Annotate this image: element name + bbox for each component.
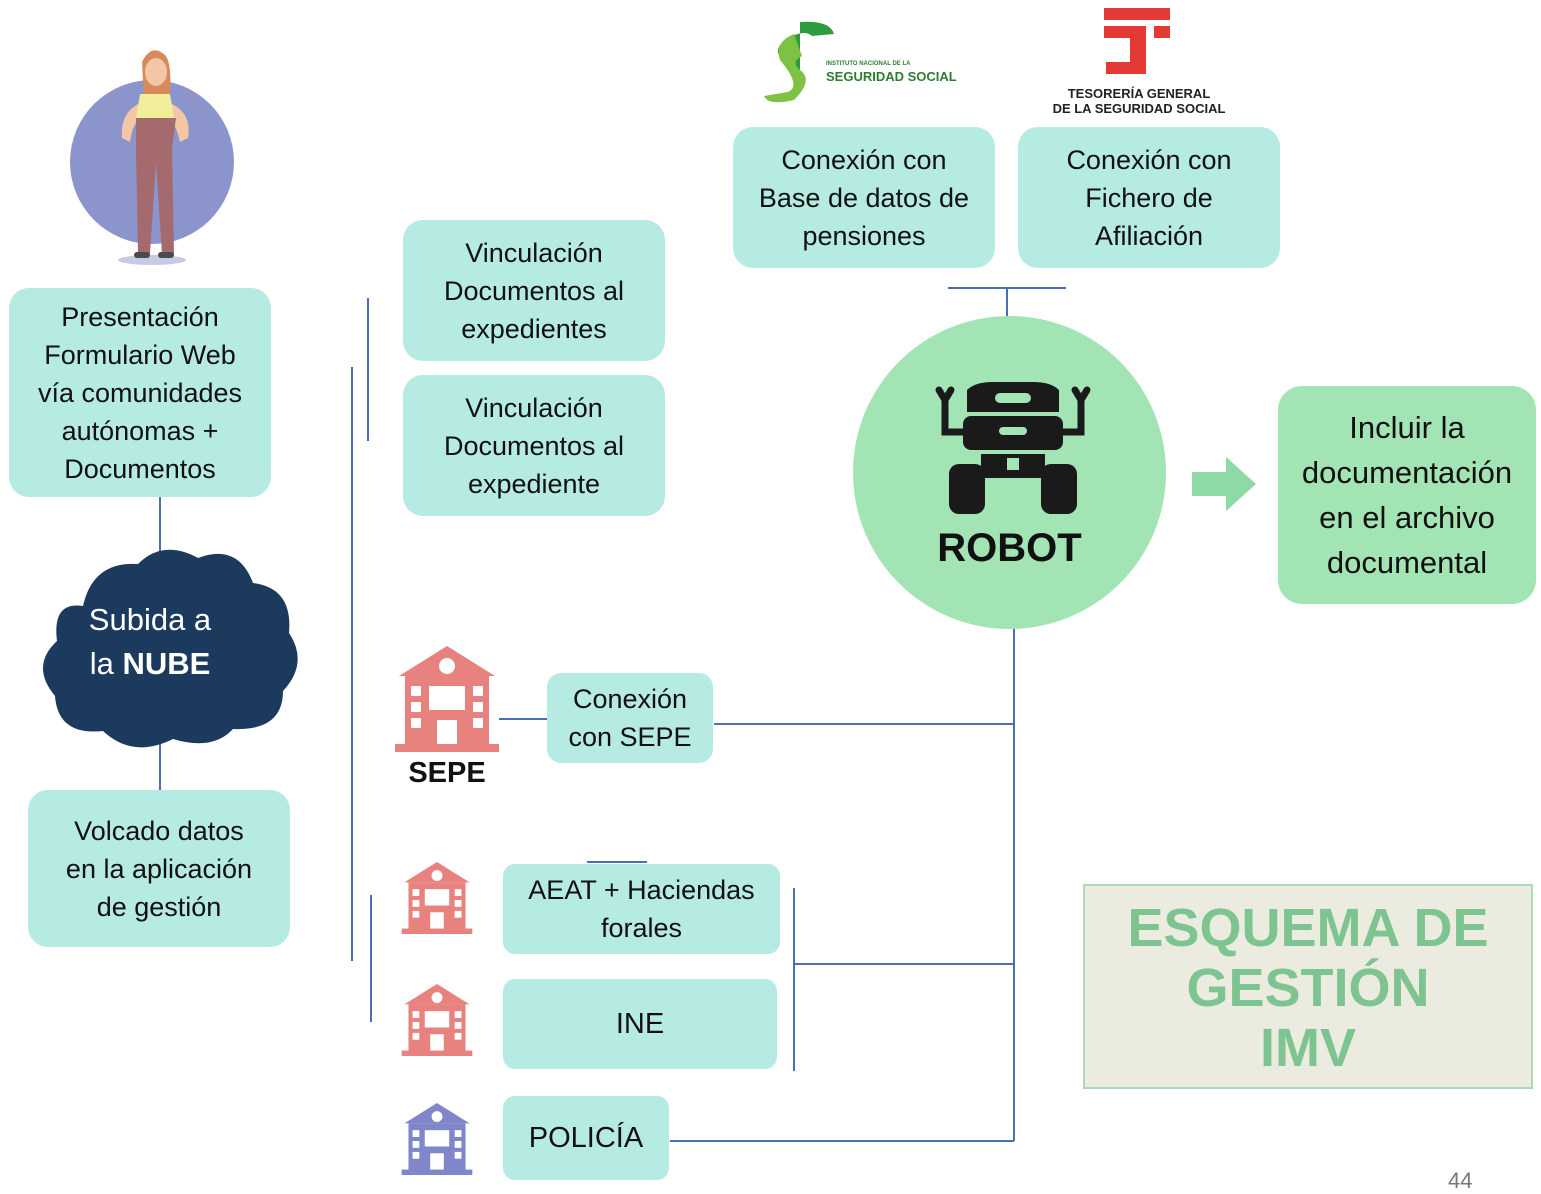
ine-node: INE <box>503 979 777 1069</box>
aeat-label: AEAT + Haciendas forales <box>528 875 755 943</box>
connector-aeat-ine-bracket <box>793 888 795 1071</box>
vinculacion-label-2: Vinculación Documentos al expediente <box>443 392 625 499</box>
inss-big-text: SEGURIDAD SOCIAL <box>826 69 957 84</box>
vinculacion-label-1: Vinculación Documentos al expedientes <box>443 237 625 344</box>
robot-label: ROBOT <box>937 526 1082 570</box>
sepe-building-icon <box>395 646 499 752</box>
ine-label: INE <box>615 1008 665 1040</box>
volcado-label: Volcado datos en la aplicación de gestió… <box>65 815 253 922</box>
afiliacion-label: Conexión con Fichero de Afiliación <box>1066 144 1232 251</box>
ine-building-icon <box>401 984 473 1056</box>
arrow-right-icon <box>1192 457 1256 511</box>
sepe-label: SEPE <box>408 757 486 789</box>
pensiones-label: Conexión con Base de datos de pensiones <box>758 144 970 251</box>
inss-small-text: INSTITUTO NACIONAL DE LA <box>826 61 911 67</box>
bracket-vinculacion <box>367 298 369 441</box>
connector-policia-to-trunk <box>670 1140 1014 1142</box>
sepe-conexion-node: Conexión con SEPE <box>547 673 713 763</box>
connector-presentacion-nube <box>159 497 161 562</box>
pensiones-node: Conexión con Base de datos de pensiones <box>733 127 995 268</box>
volcado-node: Volcado datos en la aplicación de gestió… <box>28 790 290 947</box>
connector-sepe-building <box>499 718 547 720</box>
tgss-text-1: TESORERÍA GENERAL <box>1067 86 1211 101</box>
title-box: ESQUEMA DE GESTIÓN IMV <box>1083 884 1533 1089</box>
nube-bold: NUBE <box>122 646 211 681</box>
presentacion-label: Presentación Formulario Web vía comunida… <box>37 301 243 484</box>
aeat-node: AEAT + Haciendas forales <box>503 864 780 954</box>
tgss-logo <box>1104 8 1170 74</box>
aeat-building-icon <box>401 862 473 934</box>
connector-robot-trunk <box>1013 627 1015 1141</box>
connector-nube-volcado <box>159 740 161 792</box>
connector-bracket-to-trunk <box>795 963 1014 965</box>
robot-icon <box>935 382 1091 514</box>
vinculacion-node-1: Vinculación Documentos al expedientes <box>403 220 665 361</box>
policia-node: POLICÍA <box>503 1096 669 1180</box>
inss-logo <box>764 21 834 103</box>
connector-aeat-top <box>587 861 647 863</box>
presentacion-node: Presentación Formulario Web vía comunida… <box>9 288 271 497</box>
policia-label: POLICÍA <box>528 1122 644 1154</box>
title-line-2: GESTIÓN <box>1186 958 1430 1018</box>
bracket-lower <box>370 895 372 1022</box>
policia-building-icon <box>401 1103 473 1175</box>
vinculacion-node-2: Vinculación Documentos al expediente <box>403 375 665 516</box>
tgss-text-2: DE LA SEGURIDAD SOCIAL <box>1052 101 1226 116</box>
title-line-1: ESQUEMA DE <box>1127 898 1489 958</box>
cloud-text: Subida a la NUBE <box>60 598 240 686</box>
cloud-shape <box>42 549 298 748</box>
nube-prefix: Subida a la <box>88 602 212 681</box>
sepe-conexion-label: Conexión con SEPE <box>568 684 692 752</box>
incluir-label: Incluir la documentación en el archivo d… <box>1301 410 1513 580</box>
afiliacion-node: Conexión con Fichero de Afiliación <box>1018 127 1280 268</box>
page-number: 44 <box>1448 1168 1473 1193</box>
title-line-3: IMV <box>1259 1018 1356 1078</box>
connector-top-to-robot <box>1006 287 1008 317</box>
bracket-left-long <box>351 367 353 961</box>
connector-sepe-to-trunk <box>714 723 1014 725</box>
woman-illustration <box>70 50 234 265</box>
incluir-node: Incluir la documentación en el archivo d… <box>1278 386 1536 604</box>
